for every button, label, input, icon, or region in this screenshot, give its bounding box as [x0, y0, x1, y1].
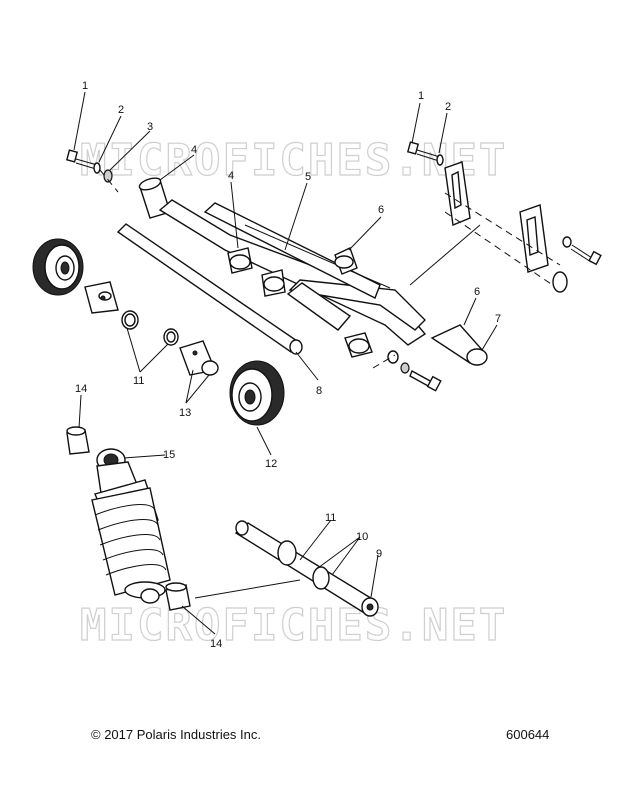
- callout-11: 11: [325, 512, 336, 524]
- callout-4: 4: [191, 144, 197, 156]
- bolt-right-top: [406, 141, 444, 166]
- axle-bushing-left: [84, 281, 119, 314]
- leader-lines: [73, 91, 498, 635]
- callout-6: 6: [474, 286, 480, 298]
- o-ring-shaft-b: [312, 566, 330, 590]
- callout-14: 14: [75, 383, 87, 395]
- callout-8: 8: [316, 385, 322, 397]
- callout-7: 7: [495, 313, 501, 325]
- bolt-left: [65, 149, 98, 170]
- callout-1: 1: [418, 90, 424, 102]
- o-ring-shaft-a: [277, 540, 297, 566]
- callout-9: 9: [376, 548, 382, 560]
- watermark-top: MICROFICHES.NET: [80, 135, 507, 186]
- bushing-14-bottom: [165, 582, 191, 611]
- bushing-left-mid: [261, 269, 286, 297]
- bushing-6-lower: [430, 324, 488, 366]
- washer-lower-a: [387, 350, 399, 364]
- callout-12: 12: [265, 458, 277, 470]
- callout-10: 10: [356, 531, 368, 543]
- callout-11: 11: [133, 375, 144, 387]
- watermark-bottom: MICROFICHES.NET: [80, 600, 507, 651]
- idler-wheel-12: [229, 360, 285, 426]
- spacer-tube-8: [116, 223, 303, 355]
- callout-14: 14: [210, 638, 222, 650]
- bushing-mid-low: [344, 332, 373, 358]
- bolt-lower: [409, 370, 442, 392]
- callout-2: 2: [445, 101, 451, 113]
- callout-3: 3: [147, 121, 153, 133]
- callout-4: 4: [228, 170, 234, 182]
- callout-2: 2: [118, 104, 124, 116]
- copyright-notice: © 2017 Polaris Industries Inc.: [91, 727, 261, 742]
- shock-absorber-15: [91, 448, 171, 604]
- callout-6: 6: [378, 204, 384, 216]
- nut-left: [103, 169, 113, 183]
- callout-13: 13: [179, 407, 191, 419]
- bushing-14-top: [66, 426, 90, 455]
- tube-mid: [286, 282, 352, 331]
- o-ring-upper: [121, 310, 139, 330]
- a-arm-5: [158, 199, 427, 346]
- pivot-shaft-right: [444, 192, 568, 293]
- washer-left: [93, 162, 101, 174]
- callout-labels: 1 2 3 4 4 5 1 2 6 6 7 8 11 13 12 14 15 1…: [75, 80, 501, 650]
- axle-bushing-right: [179, 340, 219, 376]
- bushing-6-upper: [334, 247, 358, 275]
- bushing-4-arm: [227, 247, 253, 274]
- washer-lower-b: [400, 362, 410, 374]
- o-ring-lower: [163, 328, 179, 346]
- callout-15: 15: [163, 449, 175, 461]
- bolt-right-mid: [562, 236, 602, 266]
- figure-number: 600644: [506, 727, 550, 742]
- idler-wheel-upper: [32, 238, 84, 296]
- callout-1: 1: [82, 80, 88, 92]
- callout-5: 5: [305, 171, 311, 183]
